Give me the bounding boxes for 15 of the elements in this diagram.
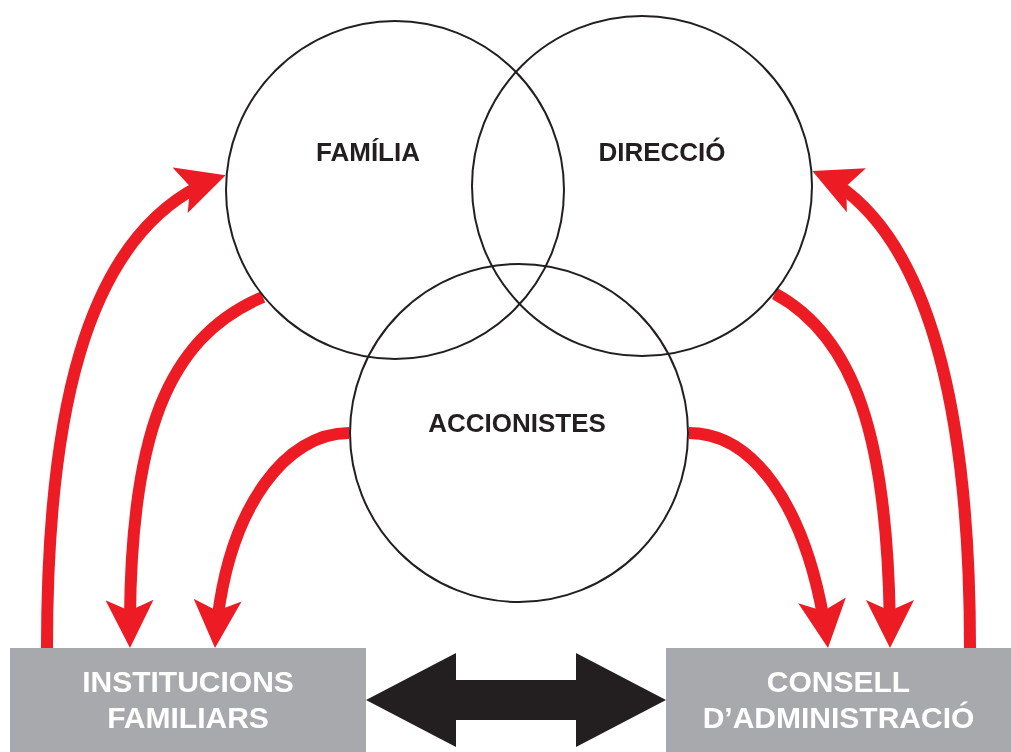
label-box: [666, 648, 1011, 752]
arrow: [771, 288, 914, 649]
box-label: INSTITUCIONS FAMILIARS: [81, 664, 295, 736]
circle-label: DIRECCIÓ: [598, 136, 726, 168]
circle-label: FAMÍLIA: [316, 136, 420, 168]
venn-circle: [471, 15, 813, 357]
label-box: [10, 648, 366, 752]
venn-circle: [225, 20, 565, 360]
circle-label: ACCIONISTES: [428, 407, 606, 439]
arrow: [106, 291, 266, 649]
arrow: [688, 427, 845, 649]
venn-circle: [349, 263, 689, 603]
arrow: [366, 653, 666, 747]
box-label: CONSELL D’ADMINISTRACIÓ: [701, 664, 976, 736]
arrow: [195, 427, 350, 649]
